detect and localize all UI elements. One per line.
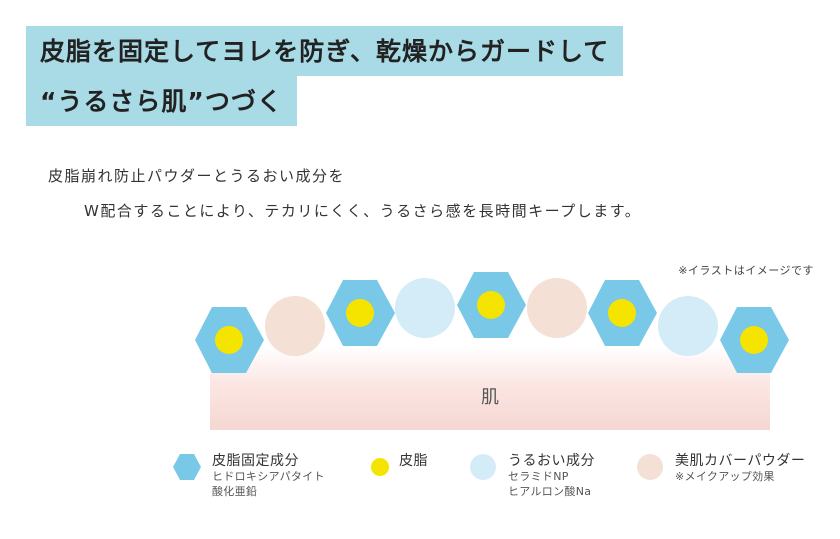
legend-item-cover-powder: 美肌カバーパウダー ※メイクアップ効果: [635, 450, 805, 485]
light-blue-circle-icon: [468, 452, 498, 482]
sebum-dot: [477, 291, 505, 319]
lead-text-line-2: W配合することにより、テカリにくく、うるさら感を長時間キープします。: [84, 202, 642, 220]
legend-sub: ヒドロキシアパタイト: [212, 470, 325, 483]
sebum-dot: [346, 299, 374, 327]
legend-sub: 酸化亜鉛: [212, 484, 258, 498]
legend-title: 美肌カバーパウダー: [675, 453, 806, 469]
cover-powder-particle: [265, 296, 325, 356]
legend-sub: セラミドNP: [508, 470, 569, 483]
legend-title: うるおい成分: [508, 453, 595, 469]
headline-line-2: “うるさら肌”つづく: [26, 76, 297, 126]
legend-title: 皮脂固定成分: [212, 453, 299, 469]
sebum-fixing-particle: [457, 272, 526, 338]
moisture-particle: [395, 278, 455, 338]
legend-item-sebum: 皮脂: [365, 450, 428, 482]
headline-line-1: 皮脂を固定してヨレを防ぎ、乾燥からガードして: [26, 26, 624, 76]
legend-item-sebum-fixing: 皮脂固定成分 ヒドロキシアパタイト 酸化亜鉛: [172, 450, 325, 500]
legend-title: 皮脂: [399, 453, 428, 469]
legend-sub: ※メイクアップ効果: [675, 470, 775, 483]
sebum-fixing-particle: [195, 307, 264, 373]
beige-circle-icon: [635, 452, 665, 482]
legend-sub: ヒアルロン酸Na: [508, 484, 592, 498]
skin-label: 肌: [481, 387, 499, 408]
sebum-fixing-particle: [588, 280, 657, 346]
legend-item-moisture: うるおい成分 セラミドNP ヒアルロン酸Na: [468, 450, 595, 500]
skin-layer: 肌: [210, 347, 770, 430]
illustration-note: ※イラストはイメージです: [678, 264, 814, 277]
hexagon-icon: [172, 452, 202, 482]
sebum-fixing-particle: [720, 307, 789, 373]
sebum-dot: [215, 326, 243, 354]
sebum-dot: [740, 326, 768, 354]
lead-text-line-1: 皮脂崩れ防止パウダーとうるおい成分を: [48, 167, 346, 185]
cover-powder-particle: [527, 278, 587, 338]
moisture-particle: [658, 296, 718, 356]
yellow-dot-icon: [365, 452, 395, 482]
sebum-fixing-particle: [326, 280, 395, 346]
sebum-dot: [608, 299, 636, 327]
